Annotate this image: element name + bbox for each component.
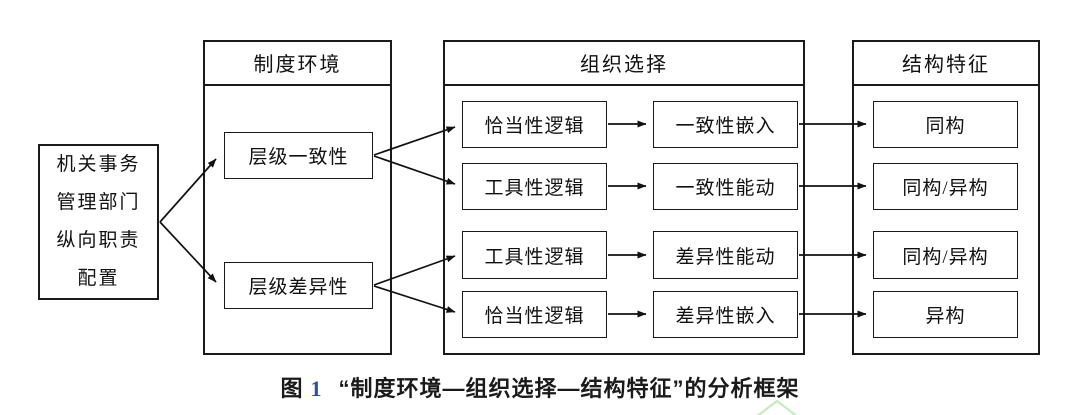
box-structure-row3: 同构/异构 bbox=[873, 231, 1018, 279]
source-line: 机关事务 bbox=[56, 154, 141, 175]
box-structure-row4: 异构 bbox=[873, 291, 1018, 338]
header-organization-choice: 组织选择 bbox=[445, 40, 803, 86]
box-structure-row2: 同构/异构 bbox=[873, 163, 1018, 210]
box-outcome-row1: 一致性嵌入 bbox=[653, 101, 798, 148]
box-logic-row1: 恰当性逻辑 bbox=[462, 101, 607, 148]
box-vertical-responsibility-source: 机关事务 管理部门 纵向职责 配置 bbox=[38, 144, 159, 300]
box-hierarchy-difference: 层级差异性 bbox=[224, 262, 373, 309]
box-logic-row3: 工具性逻辑 bbox=[462, 231, 607, 279]
source-line: 管理部门 bbox=[56, 192, 141, 213]
box-structure-row1: 同构 bbox=[873, 101, 1018, 148]
header-structure-feature: 结构特征 bbox=[854, 40, 1038, 86]
source-line: 配置 bbox=[77, 268, 120, 289]
caption-title: “制度环境—组织选择—结构特征”的分析框架 bbox=[338, 376, 800, 401]
box-hierarchy-consistency: 层级一致性 bbox=[224, 132, 373, 179]
box-outcome-row4: 差异性嵌入 bbox=[653, 291, 798, 338]
caption-figure-number: 1 bbox=[310, 376, 323, 401]
box-logic-row4: 恰当性逻辑 bbox=[462, 291, 607, 338]
watermark-chevron bbox=[756, 399, 798, 415]
box-logic-row2: 工具性逻辑 bbox=[462, 163, 607, 210]
caption-figure-label: 图 bbox=[280, 376, 304, 401]
box-outcome-row3: 差异性能动 bbox=[653, 231, 798, 279]
header-institution-environment: 制度环境 bbox=[205, 40, 390, 86]
box-outcome-row2: 一致性能动 bbox=[653, 163, 798, 210]
source-line: 纵向职责 bbox=[56, 230, 141, 251]
